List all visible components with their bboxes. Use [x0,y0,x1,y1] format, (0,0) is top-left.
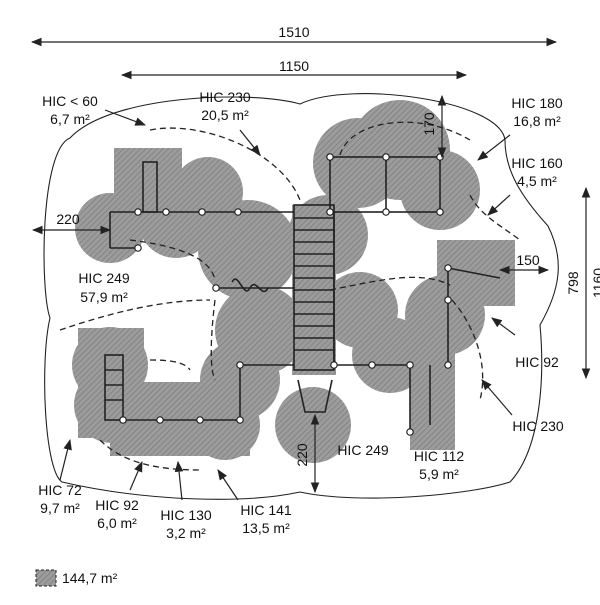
label-hic112-area: 5,9 m² [419,466,459,482]
dim-inner-width: 1150 [279,58,309,74]
label-hic112: HIC 112 [414,448,465,464]
dim-top-offset: 170 [421,112,437,136]
label-hic230-top: HIC 230 [199,89,251,105]
legend-hatch-swatch [35,569,57,587]
label-hic160-area: 4,5 m² [517,173,557,189]
hic-labels: HIC < 60 6,7 m² HIC 230 20,5 m² HIC 180 … [38,89,564,541]
label-hic72-area: 9,7 m² [40,500,80,516]
label-leaders [59,109,516,501]
dim-total-width: 1510 [278,24,309,40]
label-hic92-bottom: HIC 92 [95,497,139,513]
dim-right-depth: 798 [565,271,581,295]
dim-right-offset: 150 [516,252,540,268]
label-hic72: HIC 72 [38,482,82,498]
label-hic141-area: 13,5 m² [242,520,290,536]
label-hic180-area: 16,8 m² [513,113,561,129]
label-hic92-bottom-area: 6,0 m² [97,515,137,531]
legend: 144,7 m² [35,569,118,587]
posts [119,153,452,436]
label-hic160: HIC 160 [511,155,563,171]
label-hic180: HIC 180 [511,95,563,111]
label-hic130-area: 3,2 m² [166,525,206,541]
dim-bottom-offset: 220 [294,443,310,467]
dim-right-depth-total: 1160 [590,268,600,298]
label-hic230-right: HIC 230 [512,418,564,434]
dim-left-offset: 220 [56,211,80,227]
label-hic249-left-area: 57,9 m² [80,289,128,305]
label-hic230-top-area: 20,5 m² [201,107,249,123]
label-hic130: HIC 130 [160,507,212,523]
label-hic-lt60: HIC < 60 [42,93,98,109]
label-hic141: HIC 141 [240,502,292,518]
label-hic249-bottom: HIC 249 [337,442,389,458]
label-hic249-left: HIC 249 [78,270,130,286]
label-hic92-right: HIC 92 [515,354,559,370]
label-hic-lt60-area: 6,7 m² [50,111,90,127]
safety-area-outline [43,93,559,500]
legend-total-area: 144,7 m² [62,570,118,586]
